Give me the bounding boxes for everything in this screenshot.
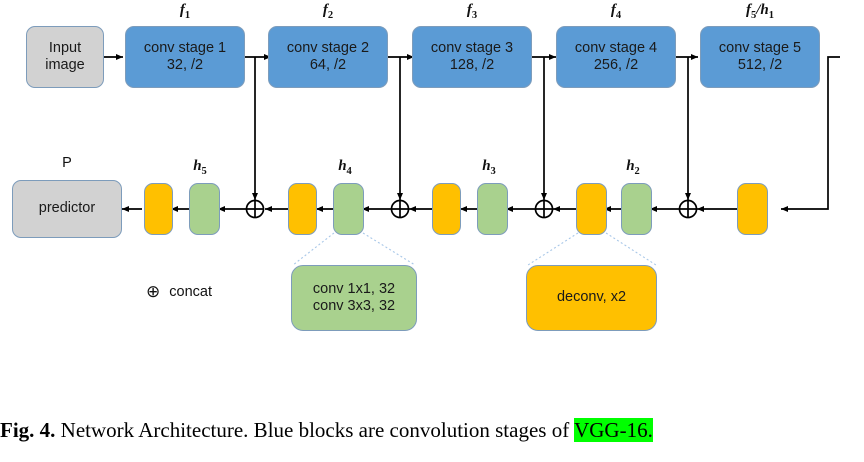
caption-text: Network Architecture. Blue blocks are co… [55,418,575,442]
orange-legend-line1: deconv, x2 [556,289,627,306]
concat-icon: ⊕ [146,282,161,301]
flabel-f4: f4 [610,2,622,21]
predictor-text: predictor [38,200,96,217]
conv-stage-5-block[interactable]: conv stage 5 512, /2 [700,26,820,88]
conv-block-h2[interactable] [621,183,652,235]
green-legend-line2: conv 3x3, 32 [312,298,396,314]
caption-fig-number: Fig. 4. [0,418,56,442]
orange-legend-box: deconv, x2 [526,265,657,331]
green-legend-box: conv 1x1, 32 conv 3x3, 32 [291,265,417,331]
connector-lines [104,54,840,266]
flabel-f1: f1 [179,2,191,21]
conv-stage-4-line2: 256, /2 [593,57,639,73]
input-image-line1: Input [48,39,82,56]
predictor-block[interactable]: predictor [12,180,122,238]
conv-stage-2-line1: conv stage 2 [286,39,370,56]
conv-block-h3[interactable] [477,183,508,235]
callout-lines-orange [527,232,657,266]
conv-stage-5-line1: conv stage 5 [718,39,802,56]
figure-network-architecture: Input image f1 conv stage 1 32, /2 f2 co… [12,2,840,331]
hlabel-h2: h2 [626,158,640,177]
conv-stage-3-block[interactable]: conv stage 3 128, /2 [412,26,532,88]
input-image-line2: image [45,57,85,73]
hlabel-h3: h3 [482,158,496,177]
deconv-block-1[interactable] [737,183,768,235]
conv-stage-4-block[interactable]: conv stage 4 256, /2 [556,26,676,88]
caption-highlight: VGG-16. [574,418,653,442]
conv-stage-1-line2: 32, /2 [166,57,204,73]
conv-stage-3-line2: 128, /2 [449,57,495,73]
deconv-block-2[interactable] [576,183,607,235]
deconv-block-4[interactable] [288,183,317,235]
conv-stage-2-line2: 64, /2 [309,57,347,73]
predictor-output-label: P [62,155,72,171]
flabel-f3: f3 [466,2,478,21]
concat-legend-text: concat [169,283,212,300]
green-legend-line1: conv 1x1, 32 [312,280,396,297]
callout-lines-green [292,232,416,266]
concat-legend: ⊕ concat [146,283,212,300]
figure-caption: Fig. 4. Network Architecture. Blue block… [0,418,864,443]
conv-stage-4-line1: conv stage 4 [574,39,658,56]
conv-stage-5-line2: 512, /2 [737,57,783,73]
conv-stage-1-block[interactable]: conv stage 1 32, /2 [125,26,245,88]
conv-stage-1-line1: conv stage 1 [143,39,227,56]
deconv-block-3[interactable] [432,183,461,235]
flabel-f2: f2 [322,2,334,21]
flabel-f5-h1: f5/h1 [745,2,774,21]
deconv-block-5[interactable] [144,183,173,235]
conv-block-h5[interactable] [189,183,220,235]
conv-block-h4[interactable] [333,183,364,235]
hlabel-h5: h5 [193,158,207,177]
conv-stage-3-line1: conv stage 3 [430,39,514,56]
conv-stage-2-block[interactable]: conv stage 2 64, /2 [268,26,388,88]
hlabel-h4: h4 [338,158,352,177]
input-image-block[interactable]: Input image [26,26,104,88]
